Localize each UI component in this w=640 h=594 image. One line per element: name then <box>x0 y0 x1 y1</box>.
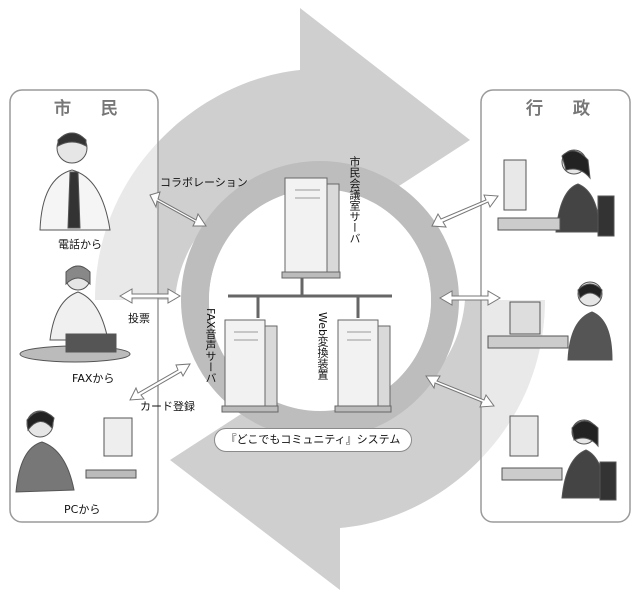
admin-worker-2-icon <box>487 281 613 361</box>
cycle-arrow-top <box>95 8 470 300</box>
admin-worker-1-icon <box>497 149 615 237</box>
admin-panel-title: 行 政 <box>526 99 602 119</box>
arrow-admin-2 <box>439 290 501 306</box>
admin-worker-3-icon <box>501 415 617 501</box>
admin-panel <box>480 89 631 523</box>
arrow-voting <box>119 288 181 304</box>
server-assembly <box>281 177 341 279</box>
label-card-register: カード登録 <box>140 400 195 413</box>
person-phone-icon <box>39 132 111 231</box>
person-fax-icon <box>19 265 131 363</box>
arrow-card <box>129 363 191 401</box>
label-fax-voice-server: FAX音声サーバ <box>204 308 217 384</box>
label-collaboration: コラボレーション <box>160 176 248 189</box>
arrow-admin-3 <box>425 375 495 408</box>
person-pc-icon <box>15 410 137 493</box>
label-web-converter: Web変換装置 <box>316 312 329 380</box>
arrow-admin-1 <box>431 194 499 228</box>
label-assembly-server: 市民会議室サーバ <box>348 156 361 244</box>
connection-arrows <box>119 191 501 408</box>
label-pc: PCから <box>64 503 101 516</box>
network-bus <box>228 270 392 318</box>
citizen-panel-title: 市 民 <box>54 99 130 119</box>
label-voting: 投票 <box>128 312 150 325</box>
server-fax <box>221 319 279 413</box>
server-web <box>334 319 392 413</box>
arrow-collaboration <box>149 191 207 227</box>
system-label: 『どこでもコミュニティ』システム <box>214 428 412 452</box>
label-fax: FAXから <box>72 372 115 385</box>
label-phone: 電話から <box>58 238 102 251</box>
